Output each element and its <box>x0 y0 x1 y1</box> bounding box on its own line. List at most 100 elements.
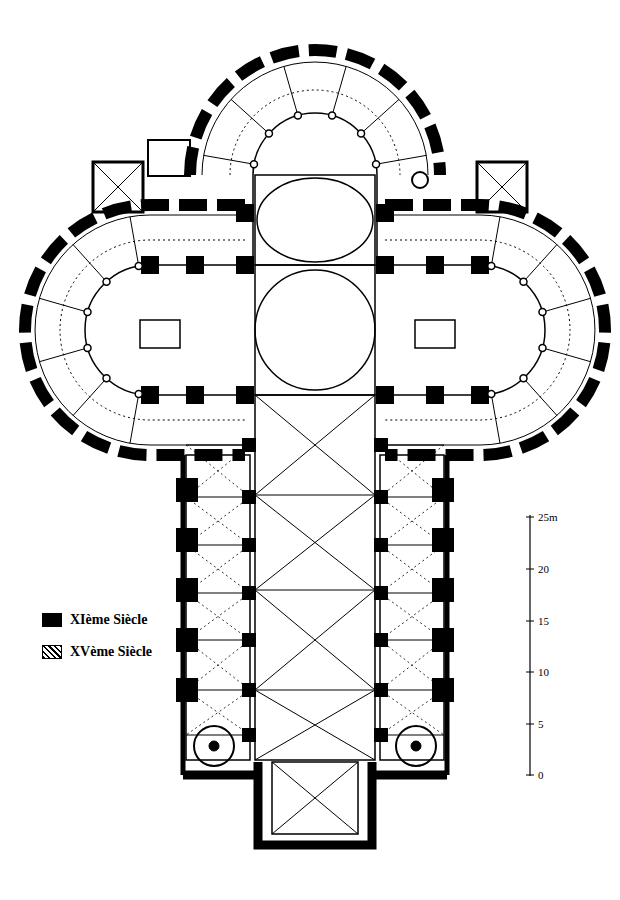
scale-tick <box>526 672 534 673</box>
nave-vaults <box>255 395 375 760</box>
stair-newel <box>411 741 421 751</box>
spiral-stair <box>396 726 436 766</box>
radial-rib <box>39 348 87 362</box>
aisle-vault <box>186 497 250 545</box>
buttress <box>432 528 454 552</box>
pier <box>236 386 254 404</box>
legend-text: XVème Siècle <box>70 644 152 660</box>
aisle-vault <box>186 545 250 593</box>
pier <box>471 386 489 404</box>
column <box>520 375 527 382</box>
radial-rib <box>376 155 426 164</box>
legend-row: XIème Siècle <box>42 612 147 628</box>
aisle-vault <box>380 445 444 497</box>
aisle-vault <box>380 640 444 690</box>
radial-rib <box>73 245 106 282</box>
aisle-vault <box>380 497 444 545</box>
hatch-swatch <box>42 645 62 659</box>
radial-rib <box>39 298 87 312</box>
transept-vault <box>60 240 245 420</box>
bay-line <box>186 445 250 446</box>
crossing <box>255 265 375 395</box>
porch-vault <box>272 762 358 834</box>
scale-number: 20 <box>538 564 549 575</box>
bay-line <box>380 735 444 736</box>
radial-rib <box>361 99 399 133</box>
spiral-stair <box>194 726 234 766</box>
chapel-vault <box>93 162 143 212</box>
chapel <box>148 140 190 176</box>
column <box>488 391 495 398</box>
pier <box>186 256 204 274</box>
scale-tick <box>526 724 534 725</box>
buttress <box>176 678 198 702</box>
aisle-vault <box>186 690 250 735</box>
aisle-vault <box>186 545 250 593</box>
radial-rib <box>542 348 590 362</box>
porch-vault <box>272 762 358 834</box>
aisle-wall <box>445 455 450 775</box>
plan-details <box>39 66 590 775</box>
buttress <box>432 578 454 602</box>
pier <box>376 204 394 222</box>
column <box>294 112 301 119</box>
radial-rib <box>332 66 346 115</box>
aisle-vault <box>186 640 250 690</box>
choir-dome <box>257 178 373 262</box>
radial-rib <box>523 245 556 282</box>
aisle-vault <box>380 545 444 593</box>
chapel <box>477 162 527 212</box>
aisle-vault <box>380 545 444 593</box>
aisle-wall <box>181 455 186 775</box>
radial-rib <box>491 217 500 266</box>
transept-wall <box>25 205 245 455</box>
radial-rib <box>284 66 298 115</box>
transept-stair <box>415 320 455 348</box>
aisle-vault <box>380 497 444 545</box>
transept-line <box>35 215 245 445</box>
buttress <box>432 628 454 652</box>
scale-tick <box>526 569 534 570</box>
pier <box>141 256 159 274</box>
radial-rib <box>73 378 106 415</box>
column <box>329 112 336 119</box>
apse-line <box>202 62 428 175</box>
radial-rib <box>130 217 139 266</box>
scale-number: 10 <box>538 667 549 678</box>
bay-line <box>380 445 444 446</box>
aisle-vault <box>186 497 250 545</box>
column <box>520 278 527 285</box>
legend-swatch <box>42 613 62 627</box>
scale-bar <box>529 515 530 776</box>
column <box>539 344 546 351</box>
column <box>358 130 365 137</box>
stair-newel <box>209 741 219 751</box>
nave <box>255 395 375 760</box>
pier <box>426 256 444 274</box>
aisle-vault <box>380 690 444 735</box>
scale-number: 0 <box>538 770 544 781</box>
pier <box>376 256 394 274</box>
transept-ambulatory <box>85 265 245 395</box>
column <box>135 391 142 398</box>
legend-text: XIème Siècle <box>70 612 147 628</box>
aisle-vault <box>186 593 250 640</box>
column <box>539 309 546 316</box>
column <box>135 262 142 269</box>
pier <box>471 256 489 274</box>
radial-rib <box>130 394 139 443</box>
aisle-vault <box>186 690 250 735</box>
west-wall <box>183 771 447 780</box>
bay-line <box>186 735 250 736</box>
radial-rib <box>523 378 556 415</box>
choir <box>255 175 375 265</box>
apse-vault <box>230 90 400 175</box>
pier <box>376 386 394 404</box>
plan-drawing <box>25 50 605 845</box>
column <box>84 344 91 351</box>
radial-rib <box>204 155 254 164</box>
pier <box>186 386 204 404</box>
transept-stair <box>140 320 180 348</box>
chapel <box>93 162 143 212</box>
